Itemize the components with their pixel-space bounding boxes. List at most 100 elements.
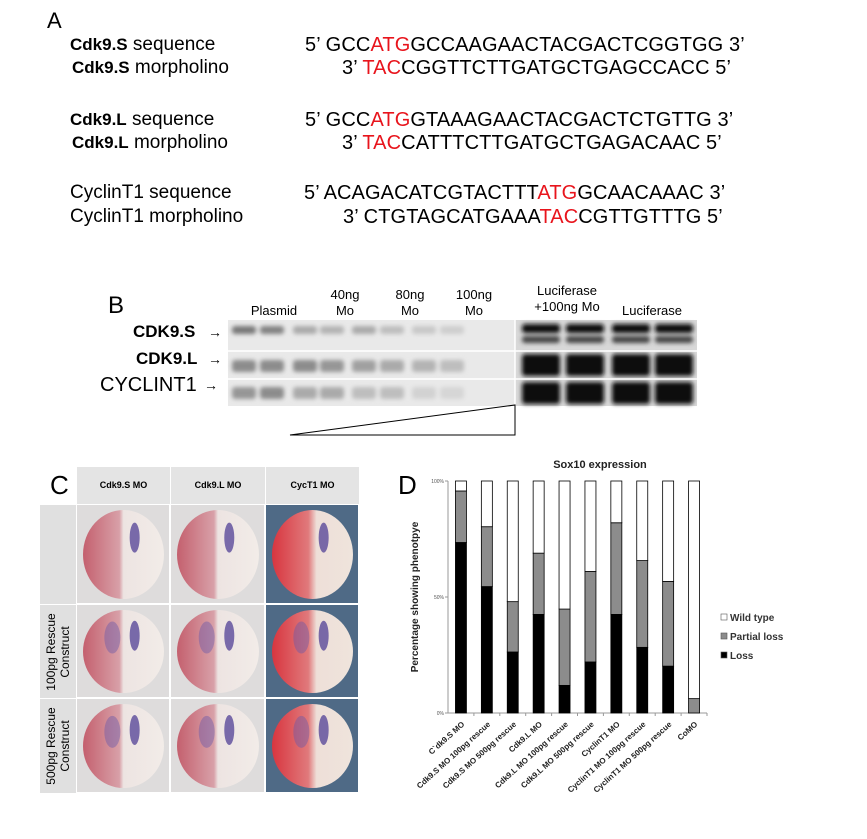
lane-label: +100ng Mo	[534, 299, 600, 314]
bar-wild-type	[532, 480, 545, 554]
gene-name: Cdk9.S	[72, 58, 130, 77]
bar-partial-loss	[636, 560, 649, 648]
gene-name: Cdk9.L	[72, 133, 129, 152]
bar-wild-type	[662, 480, 675, 582]
nucleotide-sequence: 5’ ACAGACATCGTACTTTATGGCAACAAAC 3’	[304, 182, 725, 205]
sequence-part: GCAACAAAC 3’	[577, 182, 726, 204]
sox10-stain	[318, 620, 329, 651]
sequence-part: 5’ GCC	[305, 109, 371, 131]
embryo	[83, 510, 164, 599]
blot-band	[412, 326, 436, 334]
western-blot	[228, 320, 697, 436]
y-tick-label: 100%	[431, 479, 444, 485]
bar-wild-type	[610, 480, 623, 524]
blot-band	[293, 360, 317, 372]
sox10-stain	[198, 715, 215, 748]
sox10-stain	[224, 715, 235, 746]
sox10-stain	[129, 715, 140, 746]
blot-band	[612, 382, 650, 404]
sox10-stain	[129, 522, 140, 553]
bar-wild-type	[584, 480, 597, 572]
bar-wild-type	[558, 480, 571, 610]
legend-label: Loss	[730, 651, 754, 662]
lane-label: Mo	[464, 303, 484, 318]
start-codon: TAC	[362, 132, 402, 154]
sequence-label: Cdk9.S sequence	[70, 34, 215, 56]
sequence-label: Cdk9.S morpholino	[72, 57, 229, 79]
bar-partial-loss	[584, 571, 597, 663]
sequence-part: 3’	[342, 57, 363, 79]
nucleotide-sequence: 3’ CTGTAGCATGAAATACCGTTGTTTG 5’	[343, 206, 723, 229]
start-codon: TAC	[539, 206, 579, 228]
lane-header: Plasmid	[224, 287, 324, 319]
bar-partial-loss	[688, 698, 700, 714]
sequence-label: Cdk9.L morpholino	[72, 132, 228, 154]
bar-partial-loss	[506, 601, 519, 653]
blot-band	[320, 387, 344, 399]
bar-loss	[662, 665, 675, 714]
blot-band	[566, 382, 604, 404]
blot-band	[260, 360, 284, 372]
bar-loss	[610, 614, 623, 714]
panel-c-letter: C	[50, 470, 69, 500]
y-axis-label: Percentage showing phenotpye	[410, 521, 421, 672]
sox10-stain	[293, 715, 310, 748]
x-tick-label: CoMO	[676, 720, 700, 742]
band-arrow: →	[208, 324, 222, 340]
bar-partial-loss	[558, 608, 571, 686]
blot-band	[380, 326, 404, 334]
label-kind: sequence	[132, 34, 216, 55]
label-text: CyclinT1 sequence	[70, 182, 232, 203]
blot-band	[655, 382, 693, 404]
nucleotide-sequence: 3’ TACCATTTCTTGATGCTGAGACAAC 5’	[342, 132, 722, 155]
blot-band	[260, 326, 284, 334]
row-label	[40, 505, 76, 604]
panel-b-letter: B	[108, 292, 125, 319]
lane-label: Luciferase	[622, 303, 682, 318]
blot-band	[412, 387, 436, 399]
bar-partial-loss	[610, 522, 623, 615]
bar-wild-type	[480, 480, 493, 528]
blot-band	[655, 354, 693, 376]
blot-band	[352, 387, 376, 399]
sequence-label: CyclinT1 morpholino	[70, 206, 243, 228]
bar-wild-type	[506, 480, 519, 603]
bar-partial-loss	[662, 581, 675, 667]
lane-label: 80ng	[395, 287, 425, 302]
blot-band	[380, 387, 404, 399]
bar-wild-type	[688, 480, 700, 700]
label-kind: morpholino	[134, 57, 229, 78]
bar-loss	[455, 542, 467, 714]
sequence-part: CGGTTCTTGATGCTGAGCCACC 5’	[401, 57, 732, 79]
sox10-stain	[198, 621, 215, 654]
sox10-stain	[104, 715, 121, 748]
blot-band	[566, 354, 604, 376]
blot-band	[612, 354, 650, 376]
bar-loss	[558, 684, 571, 714]
blot-band	[293, 326, 317, 334]
sox10-stain	[104, 621, 121, 654]
sox10-stain	[318, 715, 329, 746]
blot-band	[655, 336, 693, 343]
sox10-stain	[318, 522, 329, 553]
lane-label: Plasmid	[250, 303, 298, 318]
label-kind: morpholino	[133, 132, 228, 153]
blot-band	[522, 354, 560, 376]
nucleotide-sequence: 5’ GCCATGGCCAAGAACTACGACTCGGTGG 3’	[305, 34, 745, 57]
blot-band	[412, 360, 436, 372]
column-header: CycT1 MO	[266, 467, 359, 504]
sequence-part: 3’ CTGTAGCATGAAA	[343, 206, 540, 228]
blot-band	[655, 324, 693, 333]
lane-header: Luciferase+100ng Mo	[517, 283, 617, 315]
sequence-part: GCCAAGAACTACGACTCGGTGG 3’	[410, 34, 745, 56]
band-arrow: →	[208, 351, 222, 367]
sequence-part: CGTTGTTTG 5’	[578, 206, 723, 228]
y-tick-label: 0%	[437, 711, 445, 717]
start-codon: ATG	[370, 34, 411, 56]
blot-band	[566, 336, 604, 343]
legend-swatch	[720, 651, 728, 659]
blot-band	[232, 387, 256, 399]
embryo	[177, 704, 259, 788]
lane-label: 40ng	[330, 287, 360, 302]
